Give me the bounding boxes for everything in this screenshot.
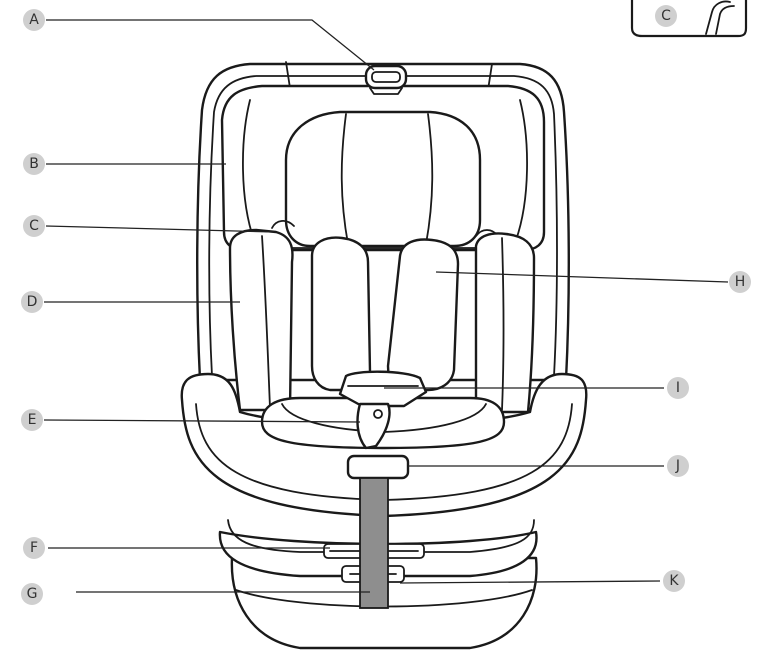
- leader-e: [43, 419, 361, 423]
- leader-k: [399, 580, 661, 584]
- harness-buckle: [356, 402, 391, 450]
- chest-clip: [338, 370, 428, 408]
- headrest-adjust-handle: [364, 64, 408, 95]
- callout-i: I: [667, 377, 689, 399]
- callout-g: G: [21, 583, 43, 605]
- svg-text:D: D: [27, 294, 38, 310]
- svg-text:A: A: [29, 12, 39, 28]
- callout-f: F: [23, 537, 45, 559]
- callout-d: D: [21, 291, 43, 313]
- svg-text:H: H: [735, 274, 746, 290]
- backrest: [228, 228, 536, 414]
- svg-text:J: J: [675, 458, 680, 474]
- svg-text:G: G: [27, 586, 38, 602]
- svg-text:B: B: [29, 156, 39, 172]
- callout-h: H: [729, 271, 751, 293]
- adjuster-strap: [359, 477, 389, 609]
- crotch-strap-cover: [346, 454, 410, 480]
- svg-text:F: F: [30, 540, 38, 556]
- leader-a: [46, 19, 375, 71]
- shoulder-pads: [310, 236, 460, 392]
- callout-c: C: [23, 215, 45, 237]
- inset-box: C: [630, 0, 748, 38]
- callout-b: B: [23, 153, 45, 175]
- callout-k: K: [663, 570, 685, 592]
- svg-text:K: K: [669, 573, 679, 589]
- svg-text:C: C: [29, 218, 39, 234]
- inset-badge: C: [655, 5, 677, 27]
- callouts: A B C D E F G H I J K: [21, 9, 751, 605]
- headrest: [220, 84, 546, 252]
- svg-text:C: C: [661, 8, 671, 24]
- callout-j: J: [667, 455, 689, 477]
- leader-h: [435, 271, 729, 283]
- callout-e: E: [21, 409, 43, 431]
- leader-lines: [43, 19, 729, 593]
- leader-c: [45, 225, 275, 233]
- callout-a: A: [23, 9, 45, 31]
- svg-text:I: I: [676, 380, 680, 396]
- svg-text:E: E: [28, 412, 37, 428]
